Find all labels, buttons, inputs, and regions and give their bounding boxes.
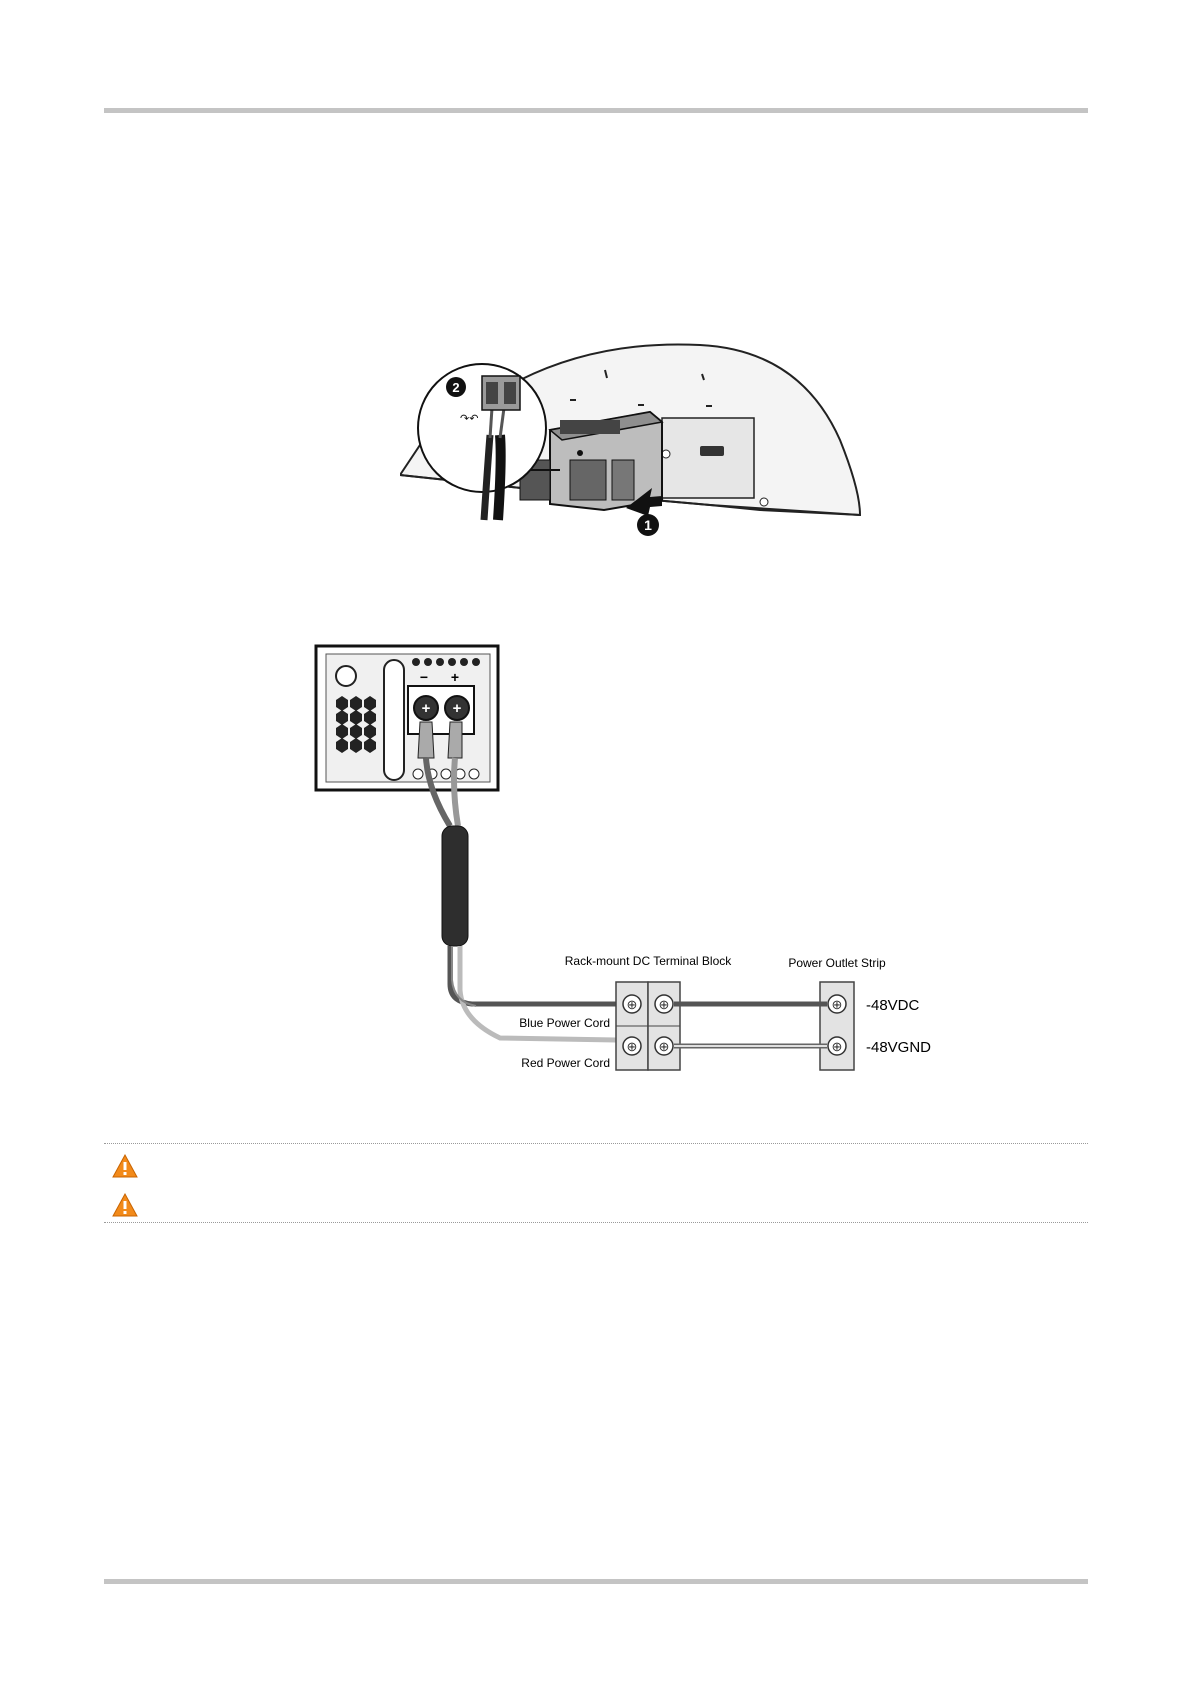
- footer-rule: [104, 1579, 1088, 1584]
- dc-wiring-diagram: − + + + ⊕ ⊕ ⊕ ⊕ ⊕ ⊕ Rack-mount DC Termin…: [300, 630, 960, 1140]
- header-rule: [104, 108, 1088, 113]
- vgnd-label: -48VGND: [866, 1039, 931, 1056]
- svg-text:⊕: ⊕: [659, 997, 670, 1012]
- vdc-label: -48VDC: [866, 997, 920, 1014]
- svg-text:⊕: ⊕: [659, 1039, 670, 1054]
- red-cord-label: Red Power Cord: [521, 1056, 610, 1070]
- terminal-block-label: Rack-mount DC Terminal Block: [565, 954, 732, 968]
- warning-bottom-divider: [104, 1222, 1088, 1223]
- step-1-label: 1: [644, 517, 652, 533]
- warning-top-divider: [104, 1143, 1088, 1144]
- svg-text:⊕: ⊕: [832, 1039, 843, 1054]
- warning-icon: [112, 1154, 138, 1178]
- outlet-strip-label: Power Outlet Strip: [788, 956, 886, 970]
- blue-cord-label: Blue Power Cord: [519, 1016, 610, 1030]
- step-2-label: 2: [452, 380, 459, 395]
- minus-label: −: [420, 669, 428, 685]
- svg-text:⊕: ⊕: [627, 997, 638, 1012]
- svg-text:⊕: ⊕: [627, 1039, 638, 1054]
- svg-text:⊕: ⊕: [832, 997, 843, 1012]
- plus-label: +: [451, 669, 459, 685]
- svg-text:+: +: [422, 700, 431, 717]
- svg-text:+: +: [453, 700, 462, 717]
- psu-installation-figure: 1 ↷↶ 2: [400, 310, 880, 580]
- svg-text:↷↶: ↷↶: [460, 413, 478, 425]
- warning-icon: [112, 1193, 138, 1217]
